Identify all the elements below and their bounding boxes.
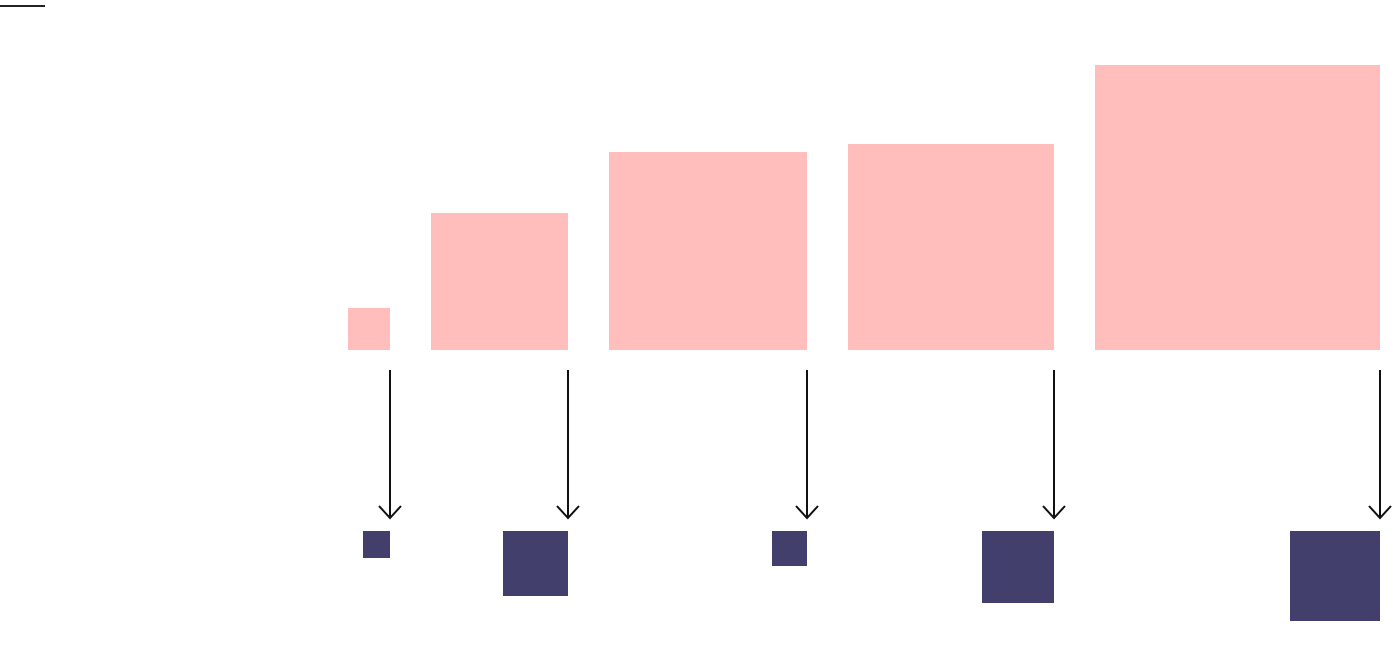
source-square-3 [609, 152, 807, 350]
source-square-5 [1095, 65, 1380, 350]
source-square-2 [431, 213, 568, 350]
target-square-5 [1290, 531, 1380, 621]
target-square-4 [982, 531, 1054, 603]
arrow-3 [795, 370, 819, 520]
arrow-5 [1368, 370, 1392, 520]
target-square-3 [772, 531, 807, 566]
header-rule [0, 5, 45, 7]
arrow-4 [1042, 370, 1066, 520]
source-square-1 [348, 308, 390, 350]
target-square-1 [363, 531, 390, 558]
target-square-2 [503, 531, 568, 596]
arrow-2 [556, 370, 580, 520]
arrow-1 [378, 370, 402, 520]
source-square-4 [848, 144, 1054, 350]
